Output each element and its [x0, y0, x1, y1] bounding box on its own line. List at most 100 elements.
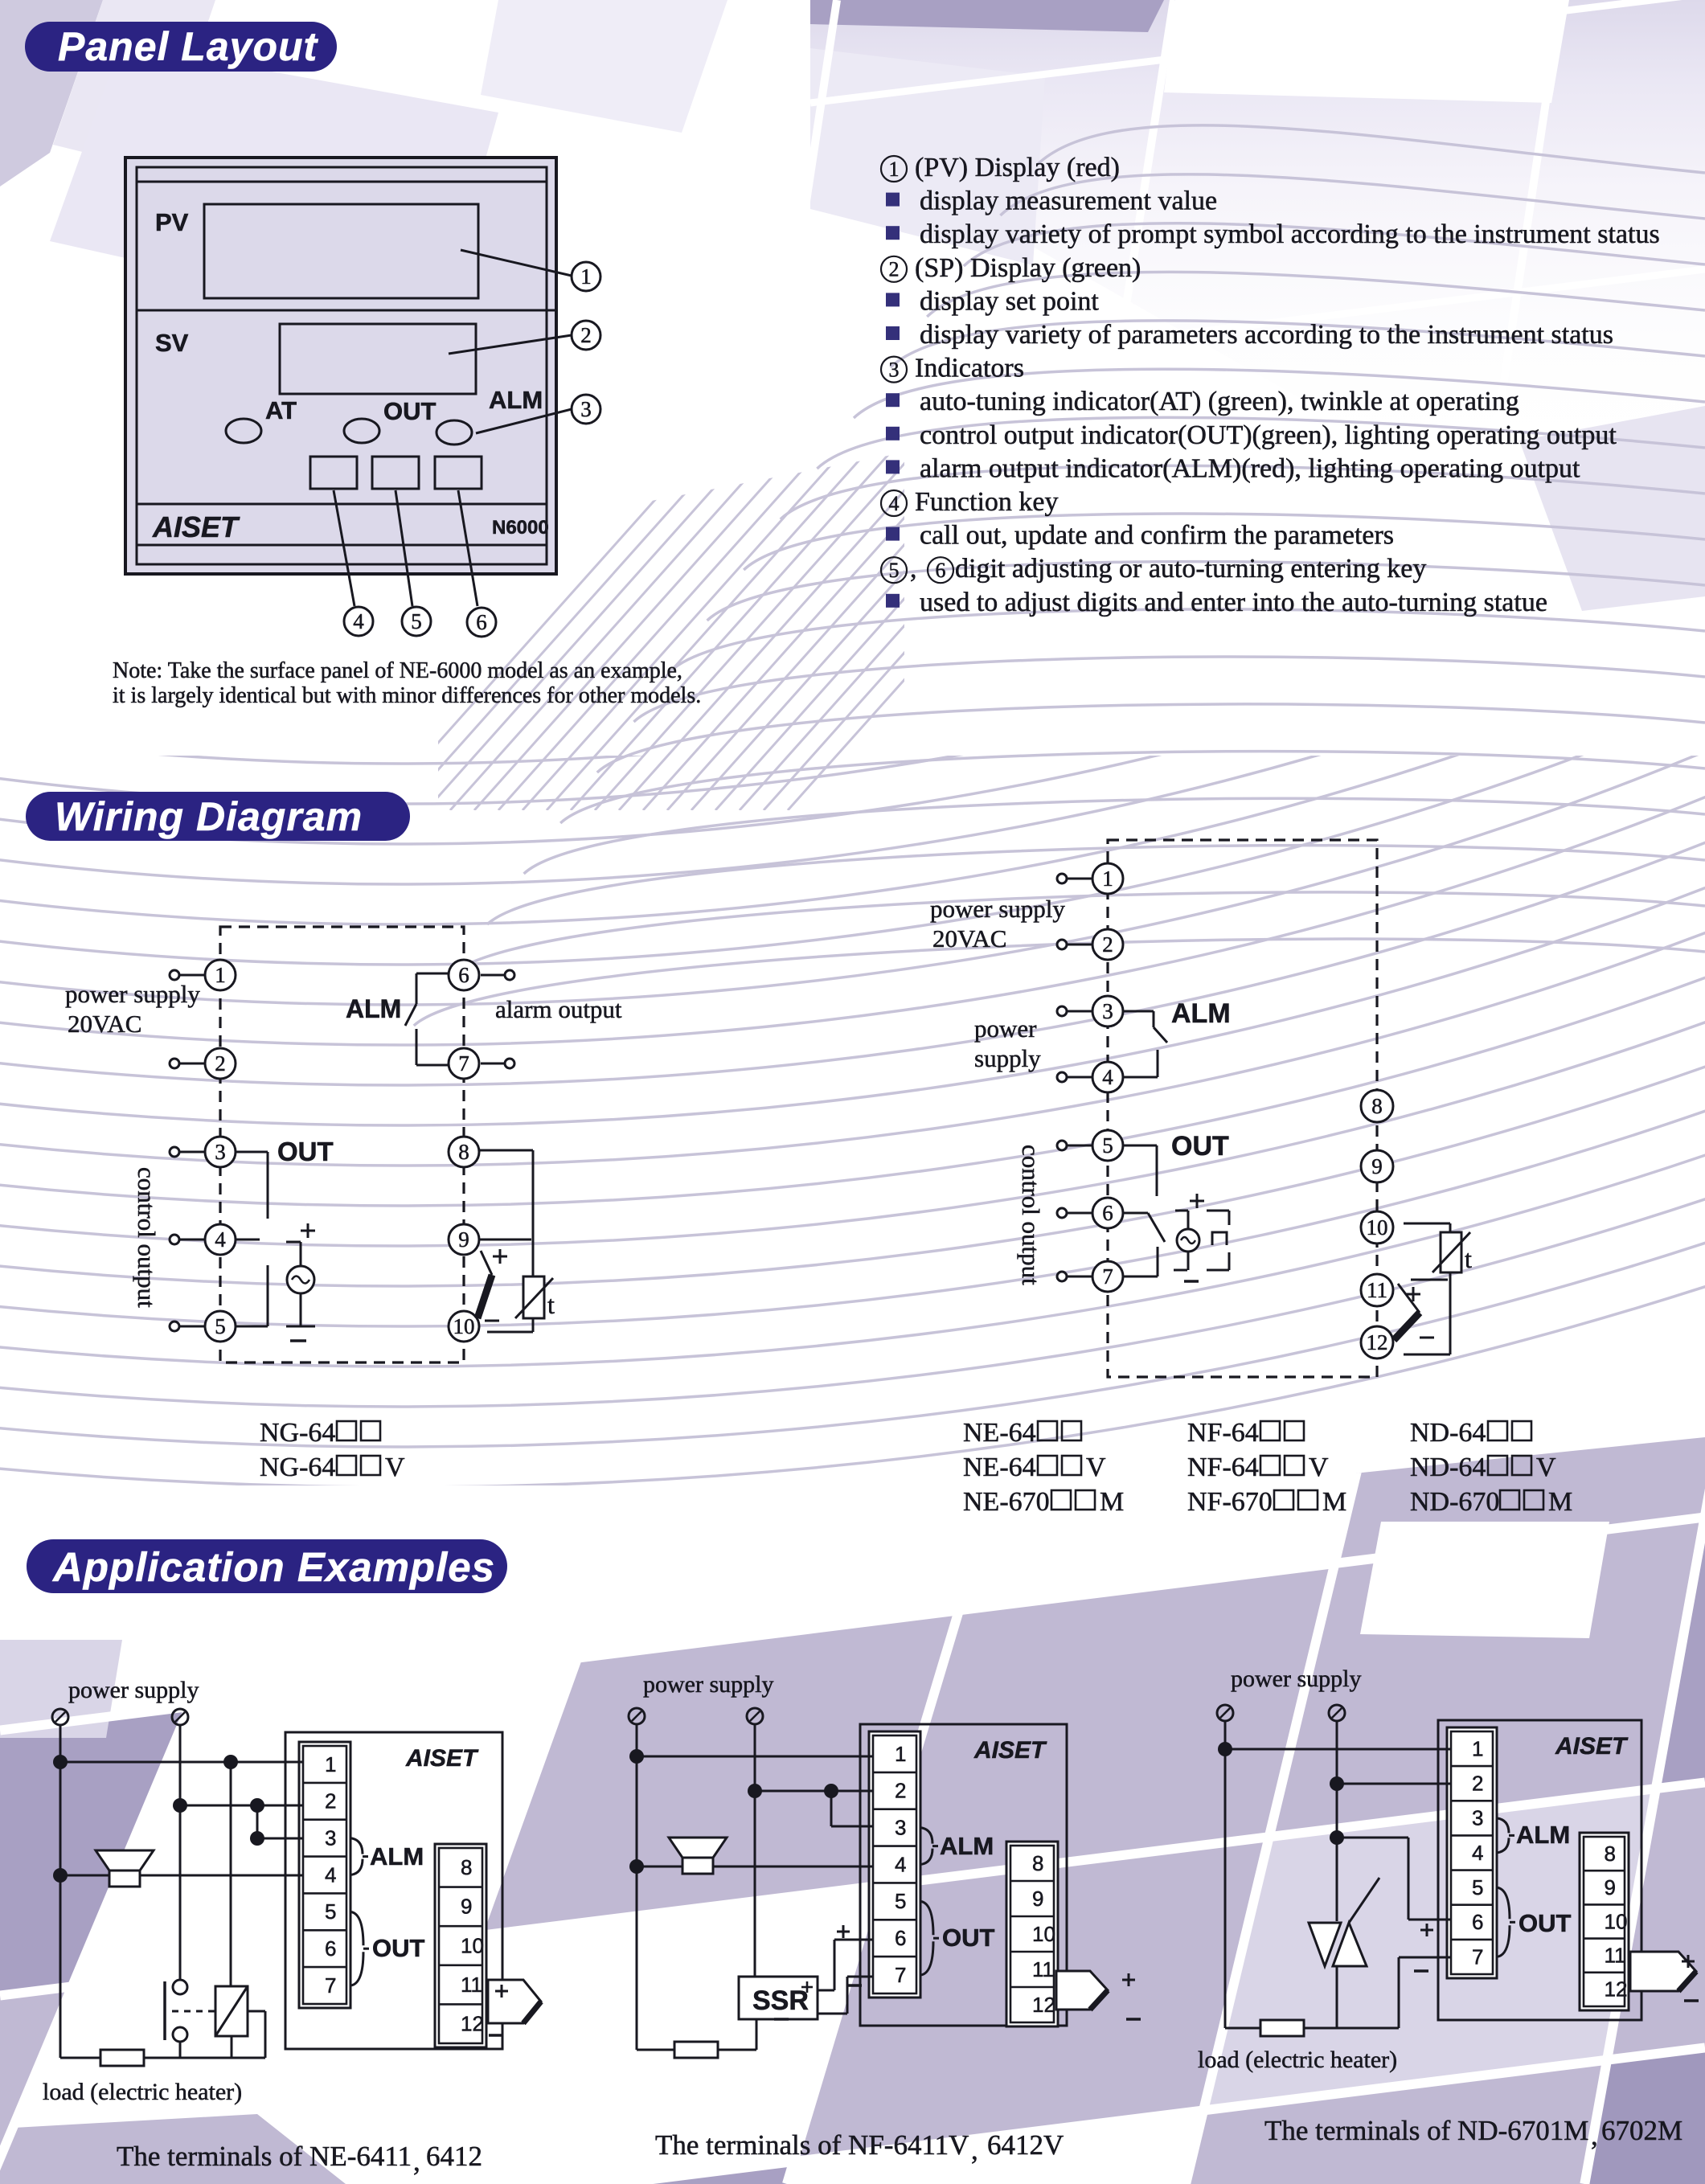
svg-text:5: 5 — [215, 1314, 226, 1338]
svg-text:5: 5 — [1102, 1133, 1113, 1158]
svg-text:Indicators: Indicators — [915, 354, 1024, 383]
svg-text:3: 3 — [1472, 1806, 1483, 1830]
svg-text:6412: 6412 — [426, 2141, 482, 2172]
svg-text:The terminals of ND-6701M: The terminals of ND-6701M — [1264, 2115, 1588, 2146]
svg-text:ND-670: ND-670 — [1410, 1487, 1499, 1517]
svg-text:power supply: power supply — [68, 1677, 199, 1703]
svg-text:NG-64: NG-64 — [260, 1418, 335, 1448]
svg-text:6: 6 — [1472, 1910, 1483, 1934]
svg-text:N6000: N6000 — [492, 517, 549, 539]
svg-text:4: 4 — [1472, 1841, 1483, 1865]
svg-text:6702M: 6702M — [1601, 2115, 1682, 2146]
svg-text:V: V — [1309, 1453, 1329, 1482]
svg-text:4: 4 — [889, 492, 900, 515]
svg-text:AT: AT — [265, 396, 297, 424]
svg-text:SV: SV — [155, 329, 189, 357]
svg-text:8: 8 — [1371, 1094, 1383, 1118]
svg-text:9: 9 — [458, 1227, 469, 1252]
svg-text:ND-64: ND-64 — [1410, 1453, 1486, 1482]
svg-text:call out, update and confirm t: call out, update and confirm the paramet… — [920, 521, 1394, 551]
svg-text:2: 2 — [580, 323, 592, 347]
svg-text:7: 7 — [1472, 1944, 1483, 1969]
svg-text:1: 1 — [895, 1742, 906, 1766]
svg-text:Panel Layout: Panel Layout — [58, 24, 319, 69]
svg-text:1: 1 — [1472, 1736, 1483, 1760]
svg-text:11: 11 — [1367, 1278, 1387, 1302]
svg-text:3: 3 — [215, 1140, 226, 1164]
svg-text:10: 10 — [1032, 1922, 1055, 1946]
svg-text:12: 12 — [1032, 1993, 1055, 2017]
svg-text:1: 1 — [1102, 867, 1113, 891]
svg-text:t: t — [1465, 1244, 1472, 1273]
svg-text:M: M — [1100, 1487, 1124, 1517]
svg-text:NF-64: NF-64 — [1187, 1418, 1259, 1448]
svg-text:NF-64: NF-64 — [1187, 1453, 1259, 1482]
svg-text:11: 11 — [1032, 1957, 1054, 1981]
svg-text:ALM: ALM — [940, 1832, 994, 1860]
svg-text:(SP) Display (green): (SP) Display (green) — [915, 253, 1141, 283]
svg-text:Function key: Function key — [915, 487, 1058, 517]
svg-text:3: 3 — [580, 397, 592, 421]
svg-text:t: t — [547, 1290, 555, 1319]
svg-text:V: V — [1536, 1453, 1556, 1482]
svg-text:ND-64: ND-64 — [1410, 1418, 1486, 1448]
svg-text:11: 11 — [461, 1973, 482, 1997]
svg-text:SSR: SSR — [752, 1985, 809, 2016]
svg-text:6: 6 — [325, 1936, 336, 1961]
svg-text:9: 9 — [1032, 1887, 1043, 1911]
svg-text:1: 1 — [580, 264, 592, 289]
svg-text:control output indicator(OUT)(: control output indicator(OUT)(green), li… — [920, 420, 1617, 450]
svg-text:11: 11 — [1605, 1944, 1626, 1968]
svg-text:OUT: OUT — [383, 397, 436, 425]
svg-text:OUT: OUT — [372, 1934, 425, 1962]
svg-text:power: power — [974, 1014, 1037, 1043]
svg-text:10: 10 — [1367, 1215, 1388, 1240]
svg-text:NE-64: NE-64 — [963, 1418, 1036, 1448]
svg-text:1: 1 — [215, 963, 226, 987]
svg-text:12: 12 — [1605, 1977, 1628, 2002]
svg-text:6: 6 — [458, 963, 469, 987]
svg-text:control output: control output — [1017, 1145, 1045, 1285]
svg-text:PV: PV — [155, 208, 189, 236]
svg-text:OUT: OUT — [942, 1924, 995, 1952]
svg-text:supply: supply — [974, 1044, 1041, 1072]
svg-text:control output: control output — [133, 1167, 161, 1308]
svg-text:alarm output: alarm output — [495, 995, 622, 1023]
svg-text:NF-670: NF-670 — [1187, 1487, 1273, 1517]
svg-text:OUT: OUT — [1171, 1131, 1229, 1162]
svg-text:4: 4 — [1102, 1065, 1113, 1089]
svg-text:,: , — [971, 2134, 978, 2166]
svg-text:2: 2 — [215, 1051, 226, 1076]
svg-text:7: 7 — [895, 1963, 906, 1987]
svg-text:OUT: OUT — [1519, 1909, 1572, 1937]
svg-text:8: 8 — [461, 1855, 472, 1879]
svg-text:7: 7 — [458, 1051, 469, 1076]
svg-text:,: , — [413, 2145, 420, 2177]
svg-text:3: 3 — [889, 358, 900, 381]
svg-text:2: 2 — [325, 1789, 336, 1813]
svg-text:ALM: ALM — [1516, 1821, 1570, 1849]
svg-text:7: 7 — [1102, 1264, 1113, 1289]
svg-text:3: 3 — [895, 1816, 906, 1840]
svg-text:9: 9 — [1371, 1154, 1383, 1178]
svg-text:V: V — [385, 1453, 405, 1482]
svg-text:12: 12 — [461, 2012, 484, 2036]
svg-text:ALM: ALM — [370, 1842, 424, 1871]
svg-text:2: 2 — [889, 258, 900, 281]
svg-text:20VAC: 20VAC — [932, 924, 1006, 953]
svg-text:,: , — [910, 554, 917, 584]
svg-text:2: 2 — [895, 1779, 906, 1803]
svg-text:Note: Take the surface panel o: Note: Take the surface panel of NE-6000 … — [113, 658, 682, 683]
svg-text:9: 9 — [461, 1895, 472, 1919]
svg-text:8: 8 — [1605, 1842, 1616, 1866]
svg-text:8: 8 — [458, 1140, 469, 1164]
svg-text:Application Examples: Application Examples — [51, 1544, 495, 1590]
svg-text:10: 10 — [461, 1933, 484, 1957]
svg-text:power supply: power supply — [65, 980, 200, 1008]
svg-text:(PV) Display (red): (PV) Display (red) — [915, 153, 1120, 182]
svg-text:6: 6 — [476, 610, 487, 634]
svg-text:auto-tuning indicator(AT) (gre: auto-tuning indicator(AT) (green), twink… — [920, 387, 1519, 416]
svg-text:4: 4 — [325, 1862, 336, 1887]
svg-text:6412V: 6412V — [987, 2129, 1064, 2161]
svg-text:power supply: power supply — [643, 1671, 773, 1698]
